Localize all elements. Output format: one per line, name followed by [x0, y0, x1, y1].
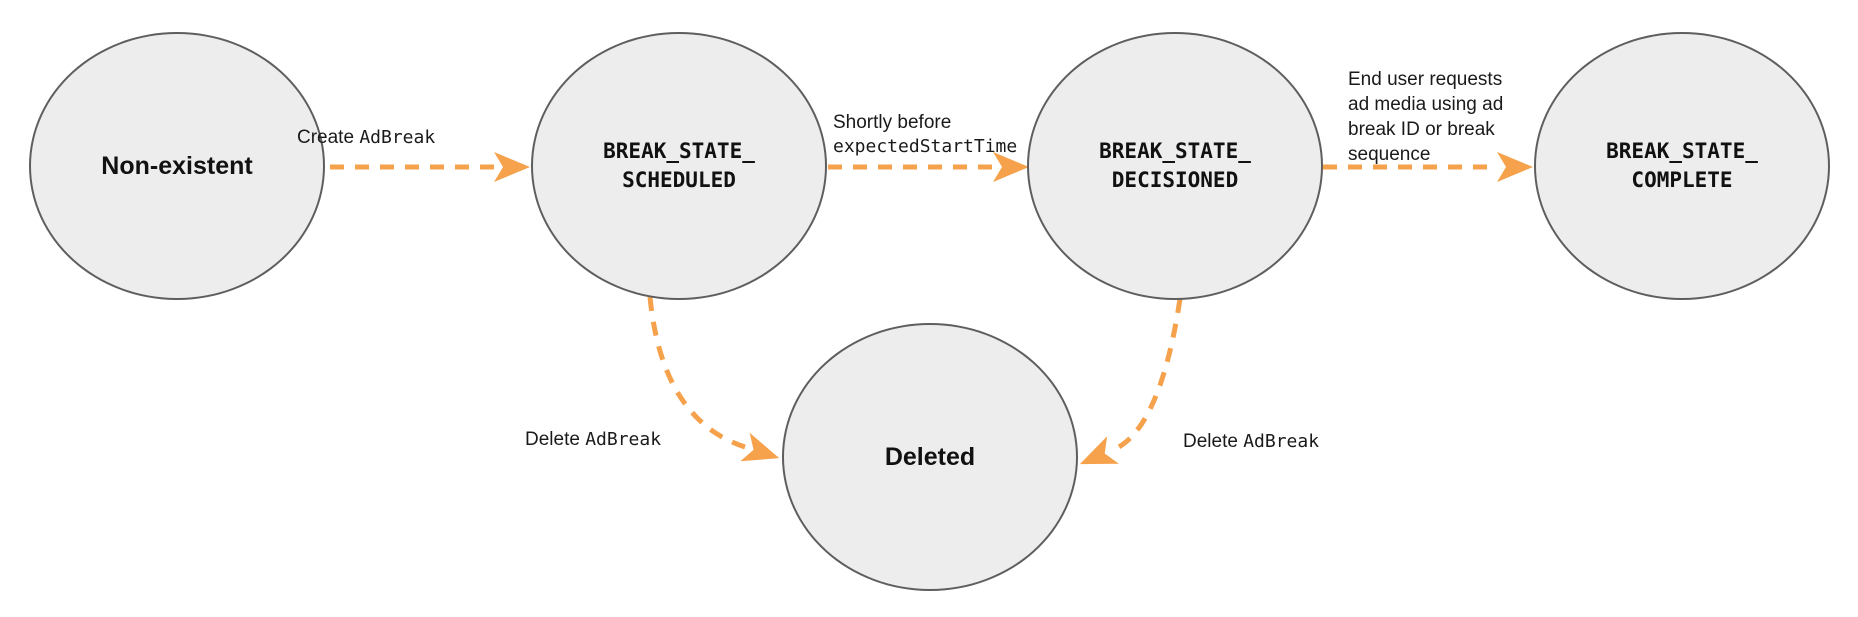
edge-label-delete-adbreak-left-code: AdBreak: [585, 429, 662, 450]
edge-label-create-adbreak-code: AdBreak: [359, 127, 436, 148]
edge-label-end-user-requests: End user requests ad media using ad brea…: [1348, 42, 1503, 167]
node-deleted: Deleted: [782, 323, 1078, 591]
edge-delete-adbreak-right-arrow: [1079, 298, 1183, 465]
edge-label-delete-adbreak-left-plain: Delete: [525, 429, 586, 450]
edge-label-shortly-before-code: expectedStartTime: [833, 136, 1018, 157]
node-break-state-complete-label: BREAK_STATE_ COMPLETE: [1606, 139, 1758, 192]
edge-label-create-adbreak-plain: Create: [297, 127, 360, 148]
node-break-state-scheduled: BREAK_STATE_ SCHEDULED: [531, 32, 827, 300]
node-break-state-decisioned-label: BREAK_STATE_ DECISIONED: [1099, 139, 1251, 192]
node-non-existent: Non-existent: [29, 32, 325, 300]
edge-label-shortly-before: Shortly before expectedStartTime: [833, 87, 1017, 159]
node-break-state-complete: BREAK_STATE_ COMPLETE: [1534, 32, 1830, 300]
edge-label-delete-adbreak-right-code: AdBreak: [1243, 431, 1320, 452]
edge-label-delete-adbreak-right-plain: Delete: [1183, 431, 1244, 452]
edge-label-shortly-before-plain: Shortly before: [833, 112, 952, 133]
node-break-state-decisioned: BREAK_STATE_ DECISIONED: [1027, 32, 1323, 300]
edge-label-end-user-requests-text: End user requests ad media using ad brea…: [1348, 69, 1504, 165]
edge-delete-adbreak-left-arrow: [647, 296, 780, 462]
node-break-state-scheduled-label: BREAK_STATE_ SCHEDULED: [603, 139, 755, 192]
node-deleted-label: Deleted: [884, 442, 976, 471]
edge-label-create-adbreak: Create AdBreak: [297, 102, 435, 150]
edge-label-delete-adbreak-left: Delete AdBreak: [525, 404, 661, 452]
node-non-existent-label: Non-existent: [101, 151, 253, 180]
edge-label-delete-adbreak-right: Delete AdBreak: [1183, 406, 1319, 454]
